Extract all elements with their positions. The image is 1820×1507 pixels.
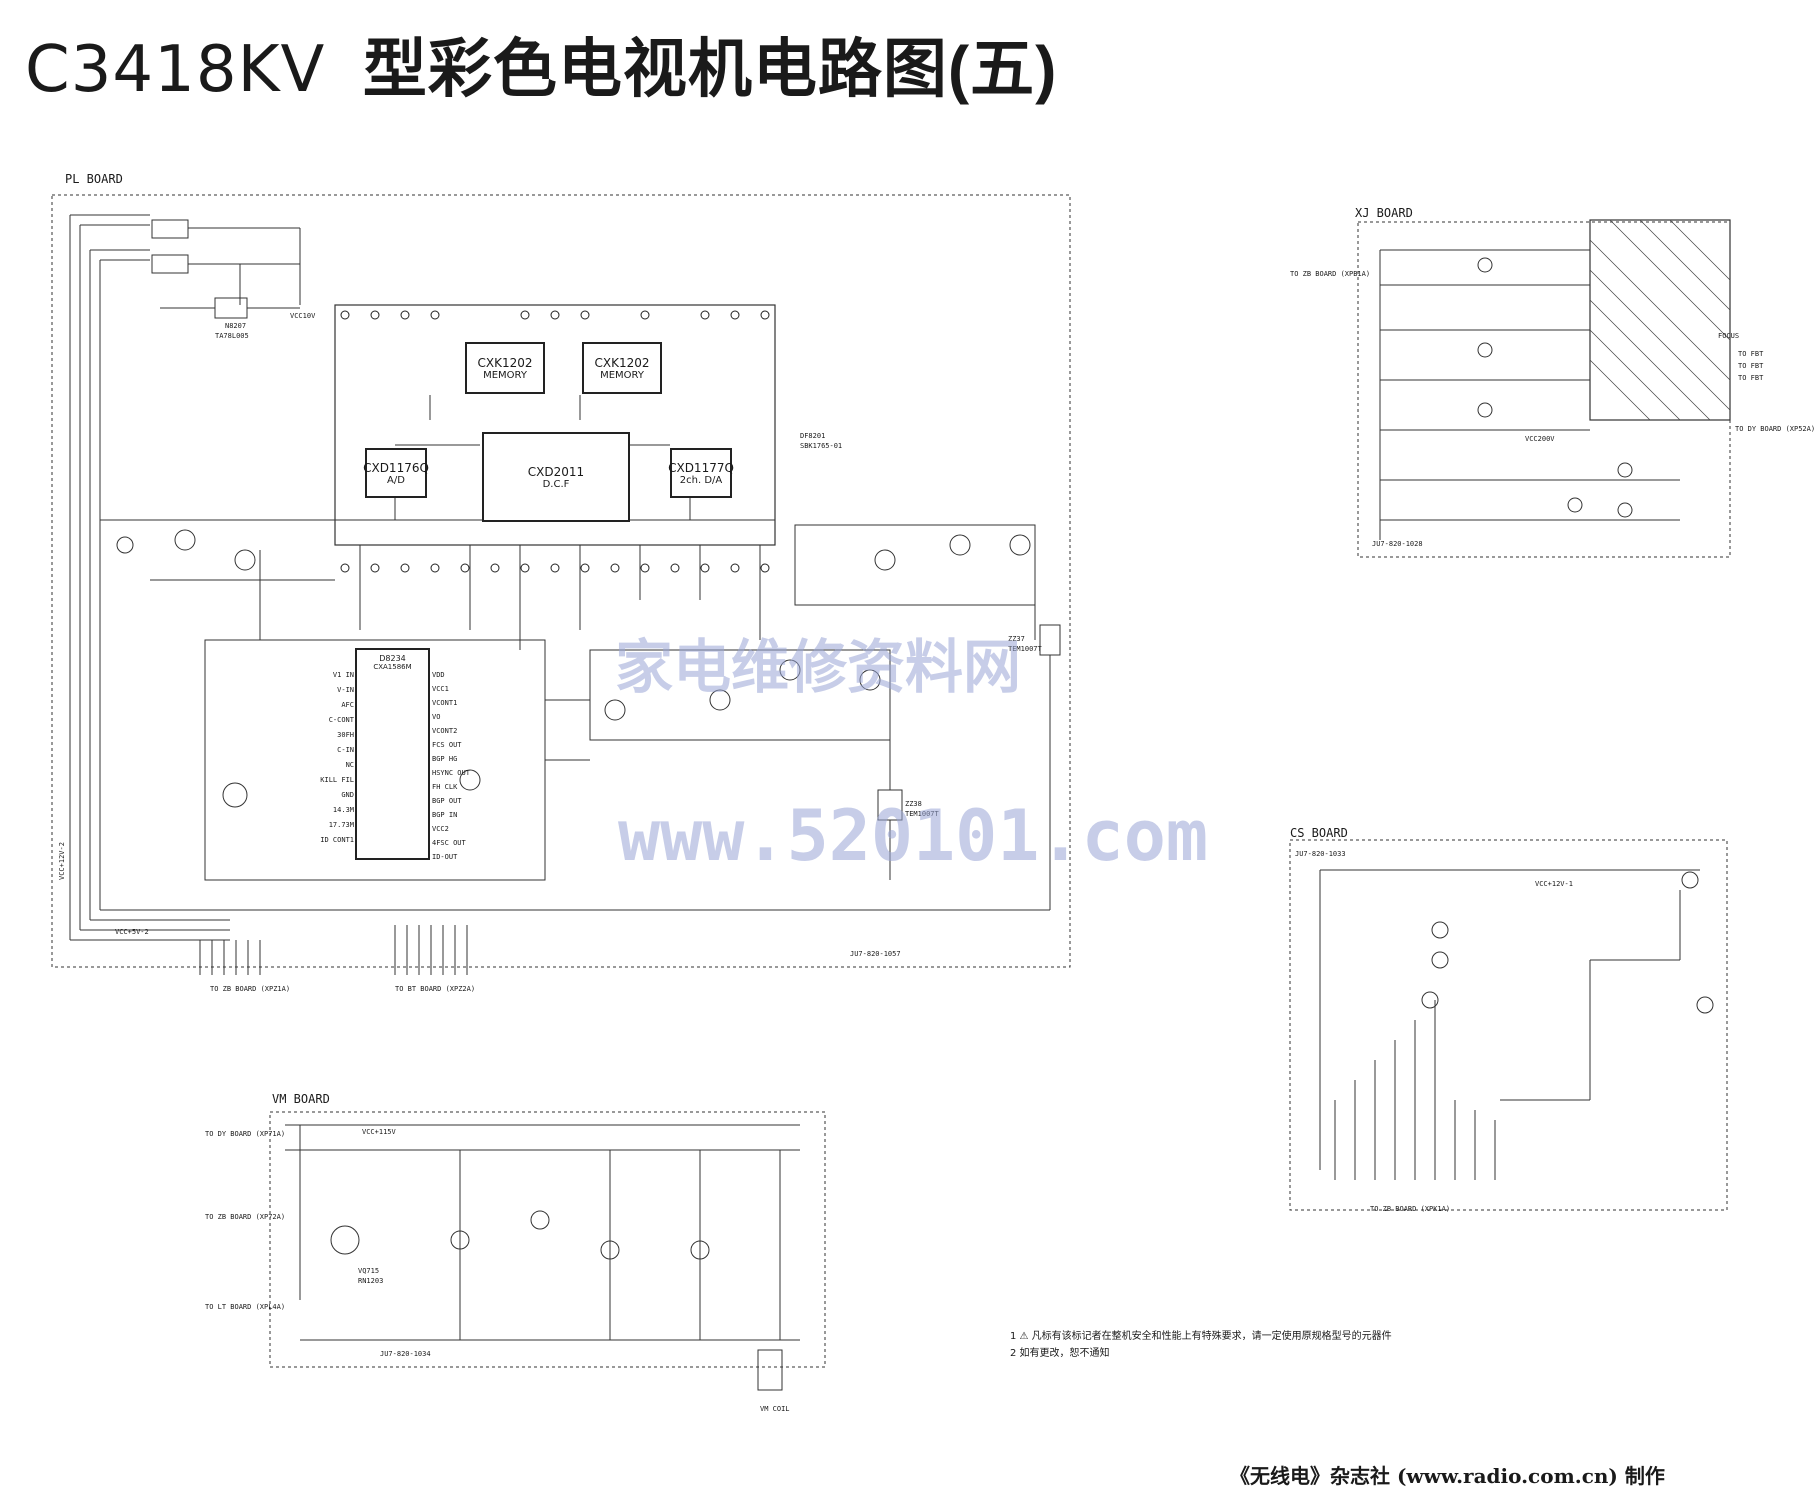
decoder-pin-label: VCC1 xyxy=(432,685,449,693)
xj-board-label: XJ BOARD xyxy=(1355,206,1413,220)
decoder-pins-left: V1 IN V-IN AFC C-CONT 30FH C-IN NC KILL FIL GND 1… xyxy=(310,668,354,848)
ad-converter-chip: CXD1176Q A/D xyxy=(363,448,429,498)
xj-board-code: JU7-820-1028 xyxy=(1372,540,1423,548)
decoder-pin-label: VCC2 xyxy=(432,825,449,833)
decoder-pin-label: FH CLK xyxy=(432,783,458,791)
vm-board-label: VM BOARD xyxy=(272,1092,330,1106)
dcf-chip-name: CXD2011 xyxy=(527,464,585,479)
credit-line: 《无线电》杂志社 (www.radio.com.cn) 制作 xyxy=(1230,1464,1665,1488)
da-converter-chip: CXD1177Q 2ch. D/A xyxy=(668,448,734,498)
pl-to-bt-label: TO BT BOARD (XPZ2A) xyxy=(395,985,476,993)
decoder-pin-label: KILL FIL xyxy=(320,776,354,784)
xj-to-fbt-label-1: TO FBT xyxy=(1738,350,1764,358)
watermark-url: www.520101.com xyxy=(618,795,1209,877)
xj-to-fbt-label-2: TO FBT xyxy=(1738,362,1764,370)
pl-board-label: PL BOARD xyxy=(65,172,123,186)
decoder-pin-label: ID-OUT xyxy=(432,853,458,861)
ad-chip-sub: A/D xyxy=(387,474,405,486)
decoder-pin-label: 14.3M xyxy=(332,806,354,814)
memory-chip-1: CXK1202 MEMORY xyxy=(465,342,545,394)
memory-chip-1-sub: MEMORY xyxy=(483,369,527,381)
note-1: 1 ⚠ 凡标有该标记者在整机安全和性能上有特殊要求，请一定使用原规格型号的元器件 xyxy=(1010,1331,1392,1342)
vm-to-dy-label: TO DY BOARD (XP71A) xyxy=(205,1130,286,1138)
label-zz37-part: TEM1007T xyxy=(1008,645,1042,653)
label-vcc200v: VCC200V xyxy=(1525,435,1555,443)
memory-chip-2-sub: MEMORY xyxy=(600,369,644,381)
label-vcc115v: VCC+115V xyxy=(362,1128,396,1136)
decoder-pin-label: NC xyxy=(345,761,354,769)
xj-focus-label: FOCUS xyxy=(1718,332,1740,340)
label-vcc10v: VCC10V xyxy=(290,312,316,320)
vm-to-zb-label: TO ZB BOARD (XP72A) xyxy=(205,1213,286,1221)
pl-to-zb-label: TO ZB BOARD (XPZ1A) xyxy=(210,985,291,993)
xj-to-zb-label: TO ZB BOARD (XPB1A) xyxy=(1290,270,1371,278)
xj-to-dy-label: TO DY BOARD (XP52A) xyxy=(1735,425,1816,433)
decoder-pin-label: BGP HG xyxy=(432,755,458,763)
cs-to-zb-label: TO ZB BOARD (XPK1A) xyxy=(1370,1205,1451,1213)
decoder-pin-label: C-CONT xyxy=(328,716,354,724)
label-df8201-part: SBK1765-01 xyxy=(800,442,843,450)
decoder-pin-label: GND xyxy=(341,791,354,799)
da-chip-sub: 2ch. D/A xyxy=(679,474,723,486)
decoder-pin-label: BGP IN xyxy=(432,811,458,819)
memory-chip-2: CXK1202 MEMORY xyxy=(582,342,662,394)
notes: 1 ⚠ 凡标有该标记者在整机安全和性能上有特殊要求，请一定使用原规格型号的元器件… xyxy=(1010,1328,1392,1362)
label-zz38: ZZ38 xyxy=(905,800,922,808)
decoder-pin-label: C-IN xyxy=(337,746,354,754)
dcf-chip: CXD2011 D.C.F xyxy=(482,432,630,522)
decoder-pin-label: VCONT2 xyxy=(432,727,458,735)
decoder-pin-label: 17.73M xyxy=(328,821,354,829)
vm-coil-label: VM COIL xyxy=(760,1405,790,1413)
label-vq715: VQ715 xyxy=(358,1267,380,1275)
vm-to-lt-label: TO LT BOARD (XPL4A) xyxy=(205,1303,286,1311)
decoder-pin-label: VO xyxy=(432,713,441,721)
label-zz38-part: TEM1007T xyxy=(905,810,939,818)
label-vcc12v-1: VCC+12V-1 xyxy=(1535,880,1573,888)
decoder-chip-sub: CXA1586M xyxy=(373,663,412,671)
decoder-chip-name: D8234 xyxy=(379,654,406,663)
vm-board-code: JU7-820-1034 xyxy=(380,1350,431,1358)
xj-to-fbt-label-3: TO FBT xyxy=(1738,374,1764,382)
watermark-cn: 家电维修资料网 xyxy=(615,633,1022,701)
cs-board-code: JU7-820-1033 xyxy=(1295,850,1346,858)
page-title: C3418KV 型彩色电视机电路图(五) xyxy=(25,18,1058,110)
label-df8201: DF8201 xyxy=(800,432,826,440)
title-text: 型彩色电视机电路图(五) xyxy=(362,33,1058,105)
decoder-pin-label: FCS OUT xyxy=(432,741,462,749)
memory-chip-2-name: CXK1202 xyxy=(594,355,650,370)
decoder-pin-label: ID CONT1 xyxy=(320,836,354,844)
label-vcc12v: VCC+12V-2 xyxy=(58,842,66,880)
decoder-chip: D8234 CXA1586M xyxy=(355,648,430,860)
decoder-pin-label: 4FSC OUT xyxy=(432,839,466,847)
decoder-pin-label: VCONT1 xyxy=(432,699,458,707)
cs-board-label: CS BOARD xyxy=(1290,826,1348,840)
label-ic7805-part: TA78L005 xyxy=(215,332,249,340)
pl-board-code: JU7-820-1057 xyxy=(850,950,901,958)
label-vcc5v: VCC+5V-2 xyxy=(115,928,149,936)
memory-chip-1-name: CXK1202 xyxy=(477,355,533,370)
da-chip-name: CXD1177Q xyxy=(668,460,734,475)
decoder-pin-label: VDD xyxy=(432,671,445,679)
label-zz37: ZZ37 xyxy=(1008,635,1025,643)
decoder-pin-label: 30FH xyxy=(337,731,354,739)
decoder-pin-label: V-IN xyxy=(337,686,354,694)
title-model: C3418KV xyxy=(25,33,326,107)
decoder-pin-label: HSYNC OUT xyxy=(432,769,470,777)
decoder-pin-label: V1 IN xyxy=(332,671,354,679)
label-ic7805: N8207 xyxy=(225,322,247,330)
label-vq715-part: RN1203 xyxy=(358,1277,384,1285)
dcf-chip-sub: D.C.F xyxy=(542,478,570,490)
decoder-pin-label: AFC xyxy=(341,701,354,709)
note-2: 2 如有更改，恕不通知 xyxy=(1010,1348,1110,1359)
decoder-pin-label: BGP OUT xyxy=(432,797,462,805)
pl-board-frame xyxy=(51,194,1071,968)
ad-chip-name: CXD1176Q xyxy=(363,460,429,475)
